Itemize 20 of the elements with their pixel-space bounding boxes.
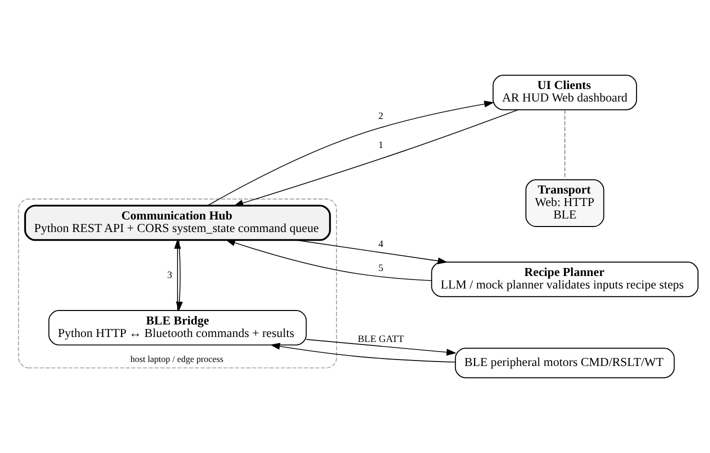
edge-label: 4 [378, 239, 384, 250]
edge-label: 1 [378, 140, 384, 151]
arrow [207, 100, 494, 206]
arrow [233, 109, 519, 206]
arrow [225, 239, 432, 282]
edge-label: 3 [167, 270, 172, 281]
node-box: BLE peripheral motors CMD/RSLT/WT [454, 348, 675, 378]
edge-label: BLE GATT [358, 334, 404, 346]
connector [564, 109, 566, 180]
node-box: Recipe Planner LLM / mock planner validates inputs recipe steps [431, 262, 698, 298]
edge-label: 5 [378, 262, 384, 274]
arrow [174, 238, 181, 311]
edge-label: 2 [378, 111, 384, 122]
arrow [296, 240, 448, 264]
node-box: UI Clients AR HUD Web dashboard [492, 74, 638, 110]
node-box: Communication Hub Python REST API + CORS system_state command queue [24, 204, 331, 241]
node-box: Transport Web: HTTP BLE [525, 179, 604, 227]
node-box: BLE Bridge Python HTTP ↔ Bluetooth commands + results [48, 310, 307, 346]
arrow [270, 342, 456, 363]
arrow [306, 339, 456, 356]
